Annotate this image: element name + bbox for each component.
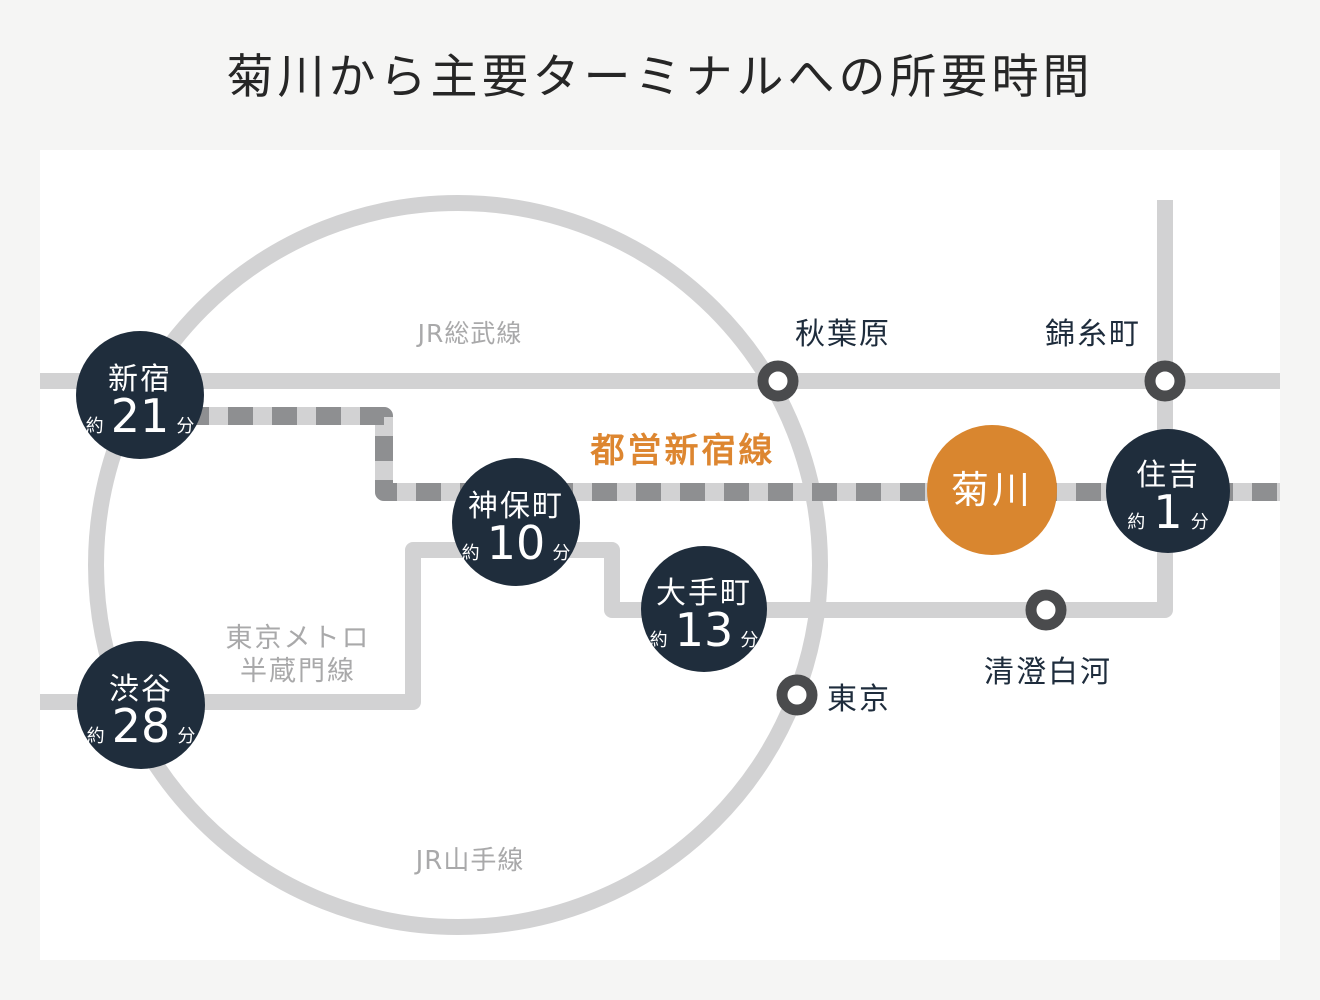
sumiyoshi-node-circle [1106, 429, 1230, 553]
shinjuku-node-circle [76, 331, 204, 459]
akihabara-station-marker [757, 360, 799, 402]
kikukawa-origin-name: 菊川 [951, 468, 1033, 512]
toei-shinjuku-line-label: 都営新宿線 [590, 431, 776, 471]
shibuya-node-circle [77, 641, 205, 769]
jr-yamanote-line-label: JR山手線 [414, 846, 525, 876]
route-map-diagram: JR総武線 都営新宿線 東京メトロ 半蔵門線 JR山手線 秋葉原 錦糸町 東京 … [40, 195, 1280, 935]
shinjuku-node: 新宿 約 21 分 [76, 331, 204, 459]
otemachi-node-time: 約 13 分 [650, 603, 759, 657]
kikukawa-origin-circle [927, 425, 1057, 555]
otemachi-node-name: 大手町 [656, 576, 752, 611]
jimbocho-node: 神保町 約 10 分 [452, 458, 580, 586]
hanzomon-line-label-line1: 東京メトロ [226, 623, 371, 654]
hanzomon-line-label-line2: 半蔵門線 [240, 656, 356, 687]
sumiyoshi-node-name: 住吉 [1136, 458, 1200, 493]
page-title: 菊川から主要ターミナルへの所要時間 [226, 50, 1094, 105]
tokyo-station-label: 東京 [827, 682, 891, 717]
kiyosumi-shirakawa-station-marker [1025, 589, 1067, 631]
shibuya-node-time: 約 28 分 [87, 699, 196, 753]
akihabara-station-label: 秋葉原 [795, 317, 891, 352]
otemachi-node: 大手町 約 13 分 [641, 546, 767, 672]
kinshicho-station-label: 錦糸町 [1045, 317, 1141, 352]
shibuya-node: 渋谷 約 28 分 [77, 641, 205, 769]
jimbocho-node-circle [452, 458, 580, 586]
kinshicho-station-marker [1144, 360, 1186, 402]
sumiyoshi-node: 住吉 約 1 分 [1106, 429, 1230, 553]
kikukawa-origin-node: 菊川 [927, 425, 1057, 555]
shibuya-node-name: 渋谷 [109, 672, 173, 707]
jr-sobu-line-label: JR総武線 [416, 319, 523, 348]
otemachi-node-circle [641, 546, 767, 672]
shinjuku-node-time: 約 21 分 [86, 389, 195, 443]
sumiyoshi-node-time: 約 1 分 [1127, 485, 1208, 539]
jimbocho-node-name: 神保町 [468, 489, 564, 524]
tokyo-station-marker [776, 674, 818, 716]
jr-yamanote-line [88, 195, 828, 935]
kiyosumi-shirakawa-station-label: 清澄白河 [984, 655, 1112, 690]
jimbocho-node-time: 約 10 分 [462, 516, 571, 570]
route-map-card: JR総武線 都営新宿線 東京メトロ 半蔵門線 JR山手線 秋葉原 錦糸町 東京 … [40, 150, 1280, 960]
toei-shinjuku-line-dashes [140, 407, 1280, 501]
tokyo-metro-hanzomon-line [40, 200, 1173, 710]
shinjuku-node-name: 新宿 [108, 362, 172, 397]
